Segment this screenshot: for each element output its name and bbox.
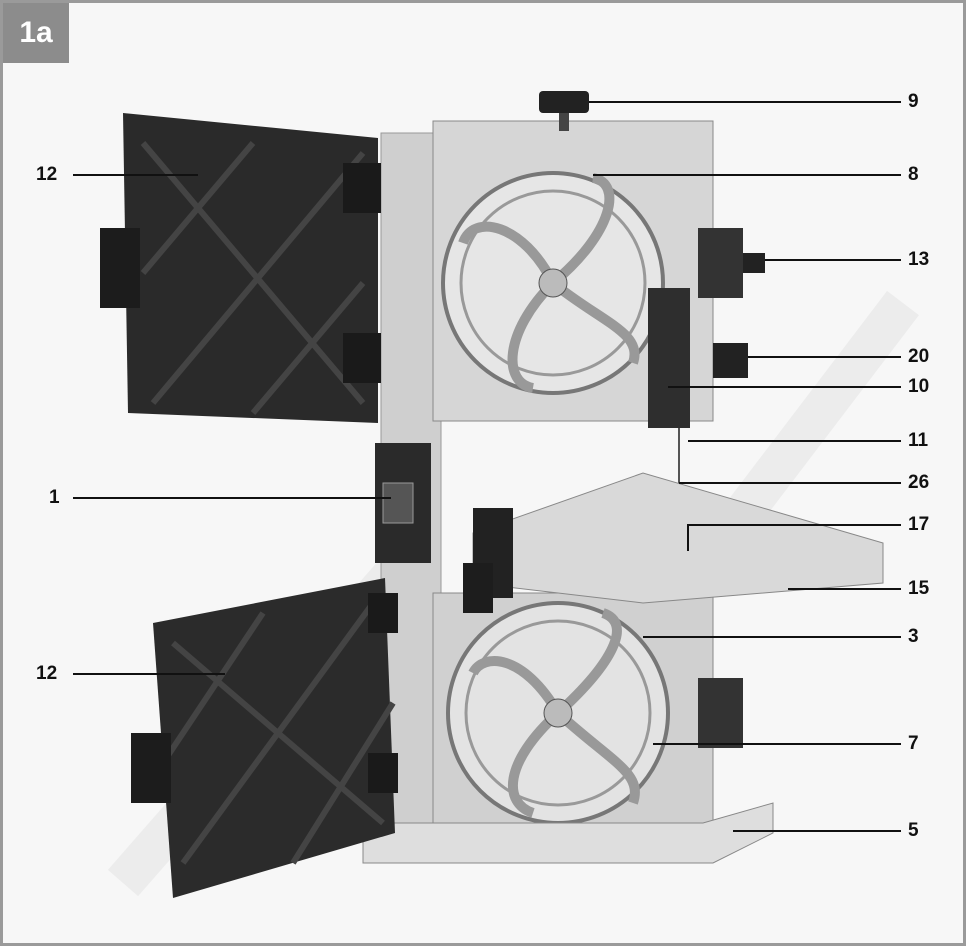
leader-lines [73,101,901,832]
upper-clamp [698,228,743,298]
label-13: 13 [908,249,930,270]
label-1: 1 [49,487,60,508]
label-20: 20 [908,346,930,367]
leader-17 [687,524,901,551]
saw-table [472,472,884,604]
guide-knob [713,343,748,378]
label-11: 11 [908,430,929,451]
tension-knob [539,91,589,131]
label-26: 26 [908,472,930,493]
label-5: 5 [908,820,919,841]
label-12-upper: 12 [36,164,58,185]
upper-door [100,113,381,423]
band-saw-photo [73,91,919,898]
label-7: 7 [908,733,919,754]
label-9: 9 [908,91,919,112]
figure-tag: 1a [3,3,69,63]
blade-guard [648,288,690,428]
label-8: 8 [908,164,919,185]
saw-base [362,802,774,864]
label-3: 3 [908,626,919,647]
on-off-switch [382,482,414,524]
label-12-lower: 12 [36,663,58,684]
lower-wheel [446,601,670,825]
lower-clamp [698,678,743,748]
label-15: 15 [908,578,930,599]
label-10: 10 [908,376,930,397]
label-17: 17 [908,514,930,535]
lower-door [131,578,398,898]
upper-wheel [441,171,665,395]
